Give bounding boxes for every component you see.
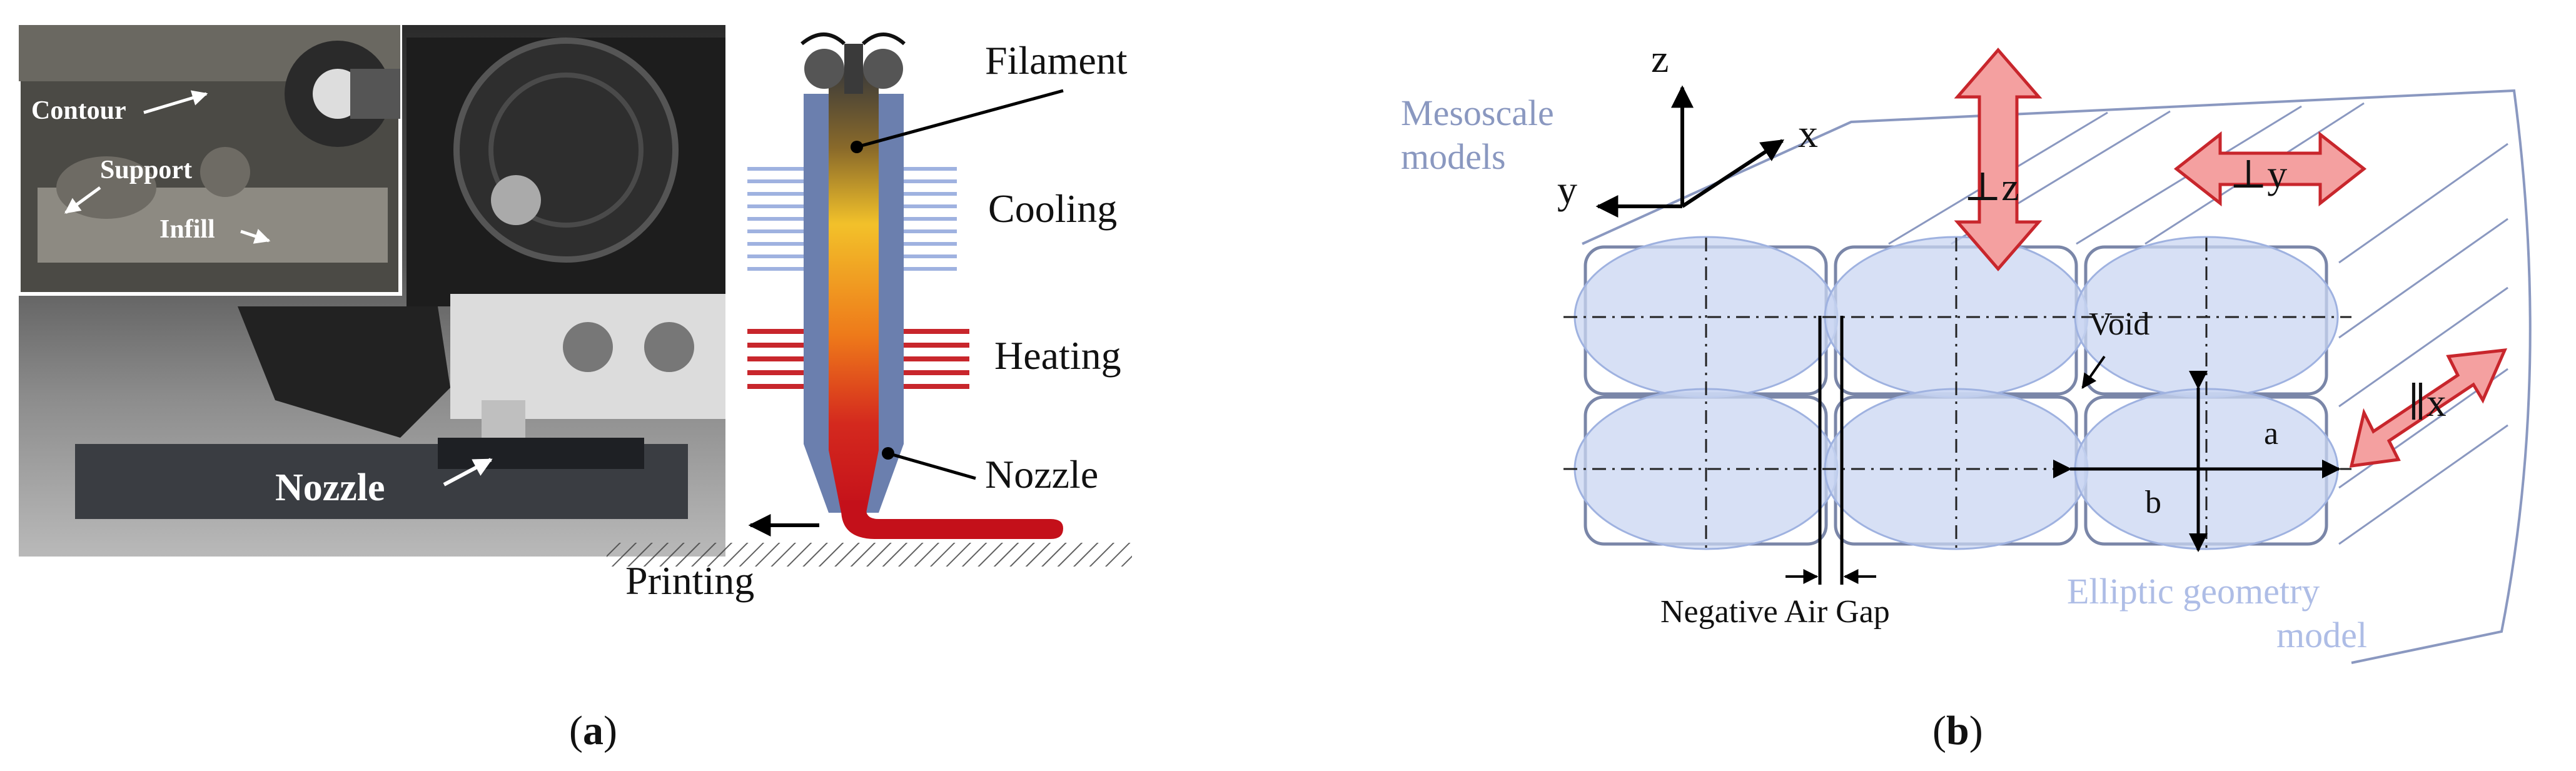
- mesoscale-label: Mesoscale: [1401, 93, 1554, 133]
- mesoscale-diagram: Negative Air Gap a b Void z x y Mesoscal…: [1401, 36, 2532, 664]
- dim-b-label: b: [2145, 485, 2161, 520]
- void-arrow: [2081, 355, 2106, 389]
- perp-y-label: ⊥y: [2230, 152, 2287, 196]
- x-axis-label: x: [1798, 111, 1818, 156]
- nozzle-schematic-label: Nozzle: [985, 452, 1098, 496]
- support-arrow: [64, 186, 101, 214]
- nozzle-photo-arrow: [443, 458, 493, 486]
- nozzle-photo-label: Nozzle: [275, 466, 385, 509]
- drive-gears: [801, 33, 906, 94]
- filament-leader: [856, 89, 1064, 149]
- nozzle-leader: [887, 451, 976, 480]
- coordinate-axes: [1595, 85, 1785, 218]
- melt-channel: [829, 69, 879, 513]
- caption-a: (a): [569, 708, 617, 753]
- models-label: models: [1401, 136, 1506, 177]
- perp-y-arrow: [2173, 131, 2367, 207]
- caption-b: (b): [1932, 708, 1983, 753]
- perp-z-arrow: [1954, 48, 2043, 271]
- support-label: Support: [100, 156, 192, 184]
- perp-z-label: ⊥z: [1964, 164, 2019, 209]
- filament-label: Filament: [985, 38, 1128, 83]
- parallel-x-arrow: [2349, 348, 2508, 468]
- printer-photo: Contour Support Infill Nozzle: [17, 23, 725, 557]
- inset-photo: [17, 23, 402, 296]
- dim-a-label: a: [2264, 416, 2278, 451]
- block-outline: [1582, 89, 2532, 664]
- extruded-bead: [841, 500, 1063, 539]
- cooling-label: Cooling: [988, 186, 1117, 231]
- elliptic-label: Elliptic geometry: [2067, 571, 2320, 612]
- z-axis-label: z: [1651, 36, 1669, 81]
- nozzle-leader-dot: [882, 447, 894, 460]
- infill-label: Infill: [159, 215, 215, 244]
- y-axis-label: y: [1557, 168, 1577, 212]
- filament-leader-dot: [851, 141, 863, 153]
- build-plate: [607, 543, 1132, 567]
- contour-label: Contour: [31, 96, 126, 125]
- void-label: Void: [2089, 306, 2149, 342]
- printing-label: Printing: [625, 558, 754, 603]
- contour-arrow: [143, 90, 208, 114]
- x-axis: [1681, 139, 1785, 208]
- heating-label: Heating: [994, 333, 1121, 378]
- parallel-x-label: ∥x: [2408, 380, 2447, 425]
- elliptic-model-label: model: [2276, 615, 2367, 655]
- extrusion-schematic: Filament Cooling Heating Nozzle Printing: [607, 33, 1132, 603]
- infill-arrow: [240, 229, 271, 244]
- negative-air-gap-label: Negative Air Gap: [1660, 594, 1890, 630]
